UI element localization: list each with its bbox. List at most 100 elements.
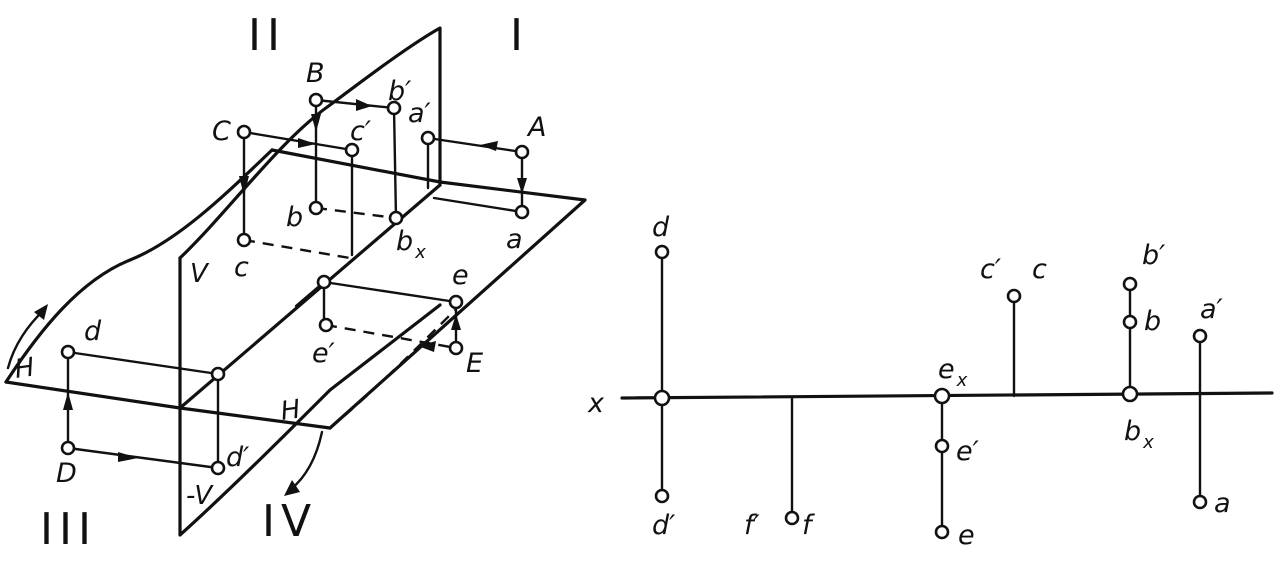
arrow-D-up	[63, 392, 73, 410]
epure-point-d	[654, 244, 670, 260]
arrow-E-up	[451, 314, 461, 330]
epure-label-f-prime: f′	[744, 510, 760, 541]
epure-axis-label: x	[587, 388, 605, 419]
epure-point-bx	[1121, 385, 1139, 403]
epure-point-e	[934, 524, 950, 540]
spatial-point-e-prime	[318, 317, 334, 333]
label-b: b	[286, 202, 303, 233]
epure-label-c: c	[1032, 254, 1047, 285]
quadrant-label-III: III	[40, 504, 97, 555]
epure-point-a-prime	[1192, 328, 1208, 344]
epure-point-d-prime	[654, 488, 670, 504]
label-c-prime: c′	[350, 116, 371, 147]
spatial-point-A	[514, 144, 530, 160]
vertical-plane-upper-edge	[178, 26, 442, 260]
line-c-to-axis	[243, 238, 351, 260]
horizontal-plane-right-edge	[328, 180, 587, 430]
projector-A-to-a-prime	[426, 136, 524, 154]
epure-label-f: f	[802, 510, 815, 541]
label-E: E	[466, 348, 483, 379]
spatial-point-b-prime	[386, 100, 402, 116]
label-D: D	[56, 458, 77, 489]
label-e-prime: e′	[312, 338, 335, 369]
horizontal-plane-hidden-edge	[329, 309, 456, 429]
spatial-point-D	[60, 440, 76, 456]
plane-label-neg-V: -V	[186, 481, 214, 511]
epure-point-e-prime	[934, 438, 950, 454]
spatial-point-b	[308, 200, 324, 216]
line-b-prime-to-bx	[392, 106, 398, 220]
label-c: c	[234, 252, 249, 283]
rotation-arrowhead-bottom	[284, 480, 300, 496]
horizontal-plane-left-edge	[4, 380, 332, 430]
rotation-arrow-bottom	[288, 430, 324, 492]
line-e-prime-to-E	[325, 323, 457, 350]
spatial-point-c	[236, 232, 252, 248]
epure-label-e: e	[958, 520, 975, 551]
epure-point-b-prime	[1122, 276, 1138, 292]
epure-label-b: b	[1144, 306, 1161, 337]
label-a: a	[506, 224, 523, 255]
projector-B-to-b-prime	[314, 98, 396, 110]
spatial-point-bx	[388, 210, 404, 226]
arrow-E-to-e-prime	[418, 341, 436, 352]
spatial-point-d	[60, 344, 76, 360]
spatial-point-e	[448, 294, 464, 310]
line-a-to-axis	[432, 196, 524, 214]
vertical-plane-lower-edge	[178, 256, 442, 537]
arrow-B-down	[311, 114, 321, 132]
epure-point-b	[1122, 314, 1138, 330]
label-a-prime: a′	[408, 98, 431, 129]
quadrant-label-I: I	[510, 10, 529, 61]
arrow-B-to-b-prime	[356, 99, 372, 111]
spatial-point-a-prime	[420, 130, 436, 146]
epure-label-a-prime: a′	[1200, 294, 1223, 325]
label-B: B	[306, 58, 325, 89]
epure-label-d-prime: d′	[652, 510, 675, 541]
arrow-A-to-a-prime	[480, 141, 498, 151]
epure-point-c	[1006, 288, 1022, 304]
epure-point-dx	[653, 389, 671, 407]
spatial-point-d-prime	[210, 460, 226, 476]
label-d: d	[84, 316, 102, 347]
epure-point-ex	[933, 387, 951, 405]
label-C: C	[212, 116, 231, 147]
spatial-point-c-prime	[344, 142, 360, 158]
projector-D-to-d-prime	[66, 446, 220, 470]
label-e: e	[452, 260, 469, 291]
spatial-point-C	[236, 124, 252, 140]
rotation-arrowhead-top	[34, 304, 48, 320]
spatial-point-e-on-axis	[316, 274, 332, 290]
epure-point-f	[784, 510, 800, 526]
plane-label-H-left: H	[13, 353, 37, 385]
epure-label-e-prime: e′	[956, 436, 979, 467]
arrow-A-to-a	[517, 178, 527, 194]
plane-label-H-right: H	[279, 395, 303, 427]
label-b-prime: b′	[388, 76, 411, 107]
spatial-point-a	[514, 204, 530, 220]
epure-label-d: d	[652, 212, 670, 243]
epure-label-c-prime: c′	[980, 254, 1001, 285]
arrow-C-down	[239, 176, 249, 196]
quadrant-label-IV: IV	[262, 496, 317, 547]
horizontal-plane-back-edge	[270, 148, 442, 184]
line-e-across	[322, 280, 458, 304]
quadrant-label-II: II	[248, 10, 286, 61]
horizontal-plane-front-edge	[4, 148, 274, 384]
arrow-D-right	[118, 452, 138, 462]
line-b-to-bx	[315, 206, 397, 220]
label-A: A	[526, 112, 546, 143]
spatial-point-B	[308, 92, 324, 108]
line-d-across	[66, 350, 220, 376]
label-d-prime: d′	[226, 442, 249, 473]
spatial-point-d-on-v	[210, 366, 226, 382]
plane-label-V: V	[190, 259, 210, 289]
spatial-point-E	[448, 340, 464, 356]
epure-point-a	[1192, 494, 1208, 510]
